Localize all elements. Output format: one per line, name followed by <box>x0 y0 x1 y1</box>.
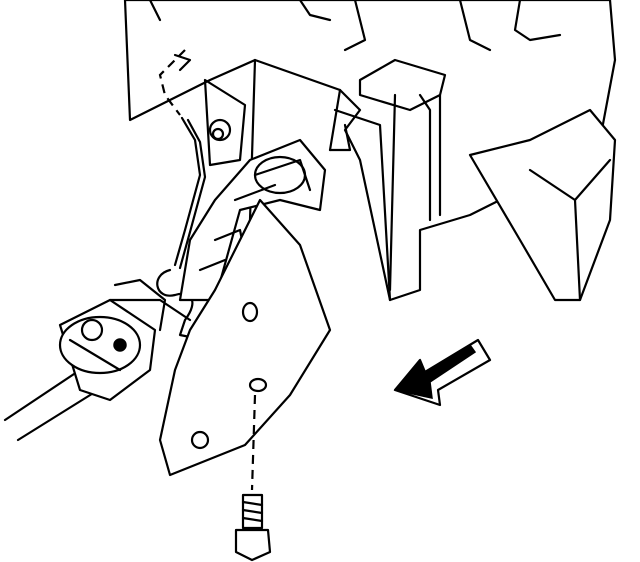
harness-routing-line <box>158 49 186 116</box>
bolt-alignment-line <box>250 394 257 491</box>
steering-shaft <box>3 278 192 442</box>
wire-harness <box>173 116 207 270</box>
lower-plate <box>158 198 332 477</box>
direction-arrow-icon <box>393 338 492 407</box>
steering-column <box>178 138 327 302</box>
mount-bracket <box>203 78 247 167</box>
bolt <box>234 493 272 562</box>
upper-housing <box>123 0 617 302</box>
